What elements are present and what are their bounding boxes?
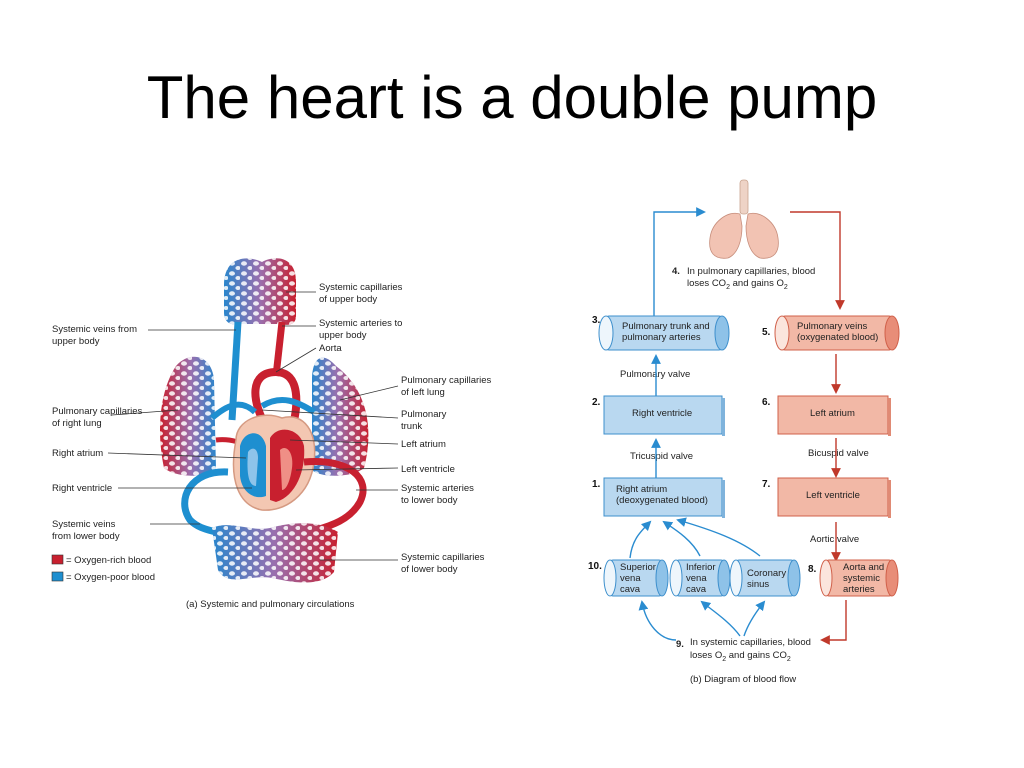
left-lung (312, 357, 369, 476)
legend-swatch-oxygen-rich (51, 554, 64, 565)
lower-body-vein (181, 468, 229, 538)
label-right-ventricle: Right ventricle (52, 483, 112, 494)
arrow-caps-to-inferior (700, 600, 741, 637)
panel-a-leader-lines (107, 291, 399, 561)
lower-body-artery (303, 457, 367, 534)
svg-text:Pulmonary veins(oxygenated blo: Pulmonary veins(oxygenated blood) (797, 321, 878, 343)
arrow-coronary-to-ra (676, 517, 761, 557)
svg-text:6.: 6. (762, 397, 771, 408)
step-6-left-atrium: 6. Left atrium (762, 395, 891, 436)
svg-text:1.: 1. (592, 479, 601, 490)
step-4-text: 4. In pulmonary capillaries, blood loses… (672, 266, 818, 291)
caption-panel-a: (a) Systemic and pulmonary circulations (186, 599, 355, 610)
aortic-valve-label: Aortic valve (810, 534, 859, 545)
legend: = Oxygen-rich blood = Oxygen-poor blood (51, 554, 155, 583)
label-right-atrium: Right atrium (52, 448, 103, 459)
label-left-ventricle: Left ventricle (401, 464, 455, 475)
svg-text:Right ventricle: Right ventricle (632, 408, 692, 419)
arrow-from-lungs (790, 211, 845, 310)
arrow-caps-to-coronary (743, 600, 766, 637)
pulmonary-artery-right (210, 401, 258, 421)
svg-text:Right atrium(deoxygenated bloo: Right atrium(deoxygenated blood) (616, 484, 708, 506)
step-7-left-ventricle: 7. Left ventricle (762, 477, 891, 518)
tricuspid-valve-label: Tricuspid valve (630, 451, 693, 462)
heart (232, 414, 316, 511)
step-2-right-ventricle: 2. Right ventricle (592, 395, 725, 436)
svg-text:8.: 8. (808, 564, 817, 575)
step-9-text: 9. In systemic capillaries, blood loses … (676, 637, 814, 663)
arrow-caps-to-superior (638, 600, 677, 641)
svg-text:Left atrium: Left atrium (810, 408, 855, 419)
label-left-atrium: Left atrium (401, 439, 446, 450)
legend-label-oxygen-rich: = Oxygen-rich blood (66, 555, 151, 566)
lower-body-capillary-bed (212, 523, 338, 583)
pulmonary-artery-left (260, 396, 316, 415)
caption-panel-b: (b) Diagram of blood flow (690, 674, 796, 685)
legend-swatch-oxygen-poor (51, 571, 64, 582)
arrow-aorta-to-capillaries (820, 600, 847, 645)
legend-label-oxygen-poor: = Oxygen-poor blood (66, 572, 155, 583)
upper-body-capillary-bed (224, 258, 296, 325)
pulmonary-valve-label: Pulmonary valve (620, 369, 690, 380)
svg-text:2.: 2. (592, 397, 601, 408)
arrow-to-lungs (653, 207, 706, 318)
panel-b-blood-flow-diagram: 4. In pulmonary capillaries, blood loses… (588, 179, 900, 685)
arrow-superior-to-ra (629, 520, 652, 559)
svg-text:5.: 5. (762, 327, 771, 338)
svg-text:7.: 7. (762, 479, 771, 490)
arrow-inferior-to-ra (662, 520, 701, 557)
svg-text:Left ventricle: Left ventricle (806, 490, 860, 501)
svg-text:3.: 3. (592, 315, 601, 326)
label-aorta: Aorta (319, 343, 342, 354)
step-1-right-atrium: 1. Right atrium(deoxygenated blood) (592, 477, 725, 518)
upper-body-artery (272, 321, 286, 377)
slide-title: The heart is a double pump (146, 64, 878, 131)
step-5-pulmonary-veins: 5. Pulmonary veins(oxygenated blood) (762, 315, 900, 351)
bicuspid-valve-label: Bicuspid valve (808, 448, 869, 459)
lungs-illustration (709, 179, 779, 259)
step-10-number: 10. (588, 561, 602, 572)
right-lung (160, 356, 216, 476)
